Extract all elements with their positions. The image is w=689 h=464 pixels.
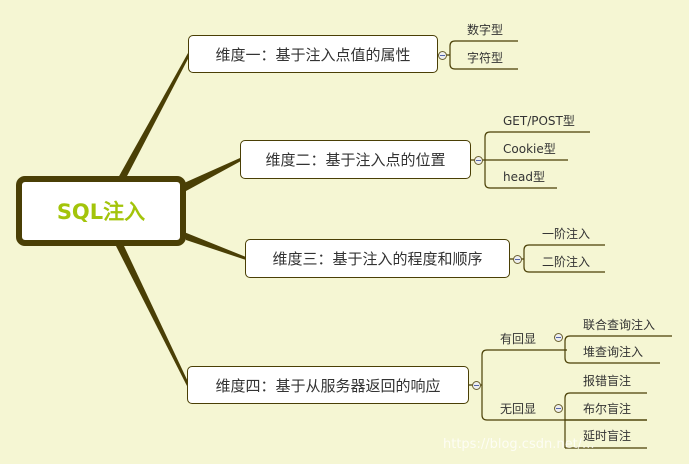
subgroup-with-echo[interactable]: 有回显	[500, 332, 537, 346]
branch-node-dimension3[interactable]: 维度三：基于注入的程度和顺序	[245, 239, 510, 278]
collapse-toggle-icon[interactable]	[472, 381, 481, 390]
collapse-toggle-icon[interactable]	[554, 404, 563, 413]
connector-central-branch1	[118, 53, 190, 178]
leaf-node[interactable]: 数字型	[467, 23, 504, 37]
collapse-toggle-icon[interactable]	[438, 51, 447, 60]
leaf-node[interactable]: 报错盲注	[583, 374, 632, 388]
collapse-toggle-icon[interactable]	[554, 333, 563, 342]
subgroup-without-echo[interactable]: 无回显	[500, 402, 537, 416]
connector-central-branch3	[184, 232, 246, 260]
branch-node-dimension4[interactable]: 维度四：基于从服务器返回的响应	[187, 366, 469, 404]
connector-central-branch4	[116, 246, 190, 386]
connector-central-branch2	[184, 158, 241, 191]
leaf-node[interactable]: head型	[503, 170, 545, 184]
leaf-node[interactable]: 字符型	[467, 51, 504, 65]
branch-node-dimension2[interactable]: 维度二：基于注入点的位置	[240, 140, 471, 179]
leaf-node[interactable]: Cookie型	[503, 142, 556, 156]
leaf-node[interactable]: 堆查询注入	[583, 345, 644, 359]
leaf-node[interactable]: 延时盲注	[583, 429, 632, 443]
leaf-node[interactable]: GET/POST型	[503, 114, 575, 128]
leaf-node[interactable]: 联合查询注入	[583, 318, 656, 332]
leaf-node[interactable]: 一阶注入	[542, 227, 591, 241]
watermark: https://blog.csdn.net/...	[443, 437, 595, 452]
central-topic[interactable]: SQL注入	[16, 176, 186, 246]
collapse-toggle-icon[interactable]	[474, 156, 483, 165]
leaf-node[interactable]: 二阶注入	[542, 255, 591, 269]
branch-node-dimension1[interactable]: 维度一：基于注入点值的属性	[188, 35, 438, 73]
collapse-toggle-icon[interactable]	[513, 255, 522, 264]
leaf-node[interactable]: 布尔盲注	[583, 402, 632, 416]
